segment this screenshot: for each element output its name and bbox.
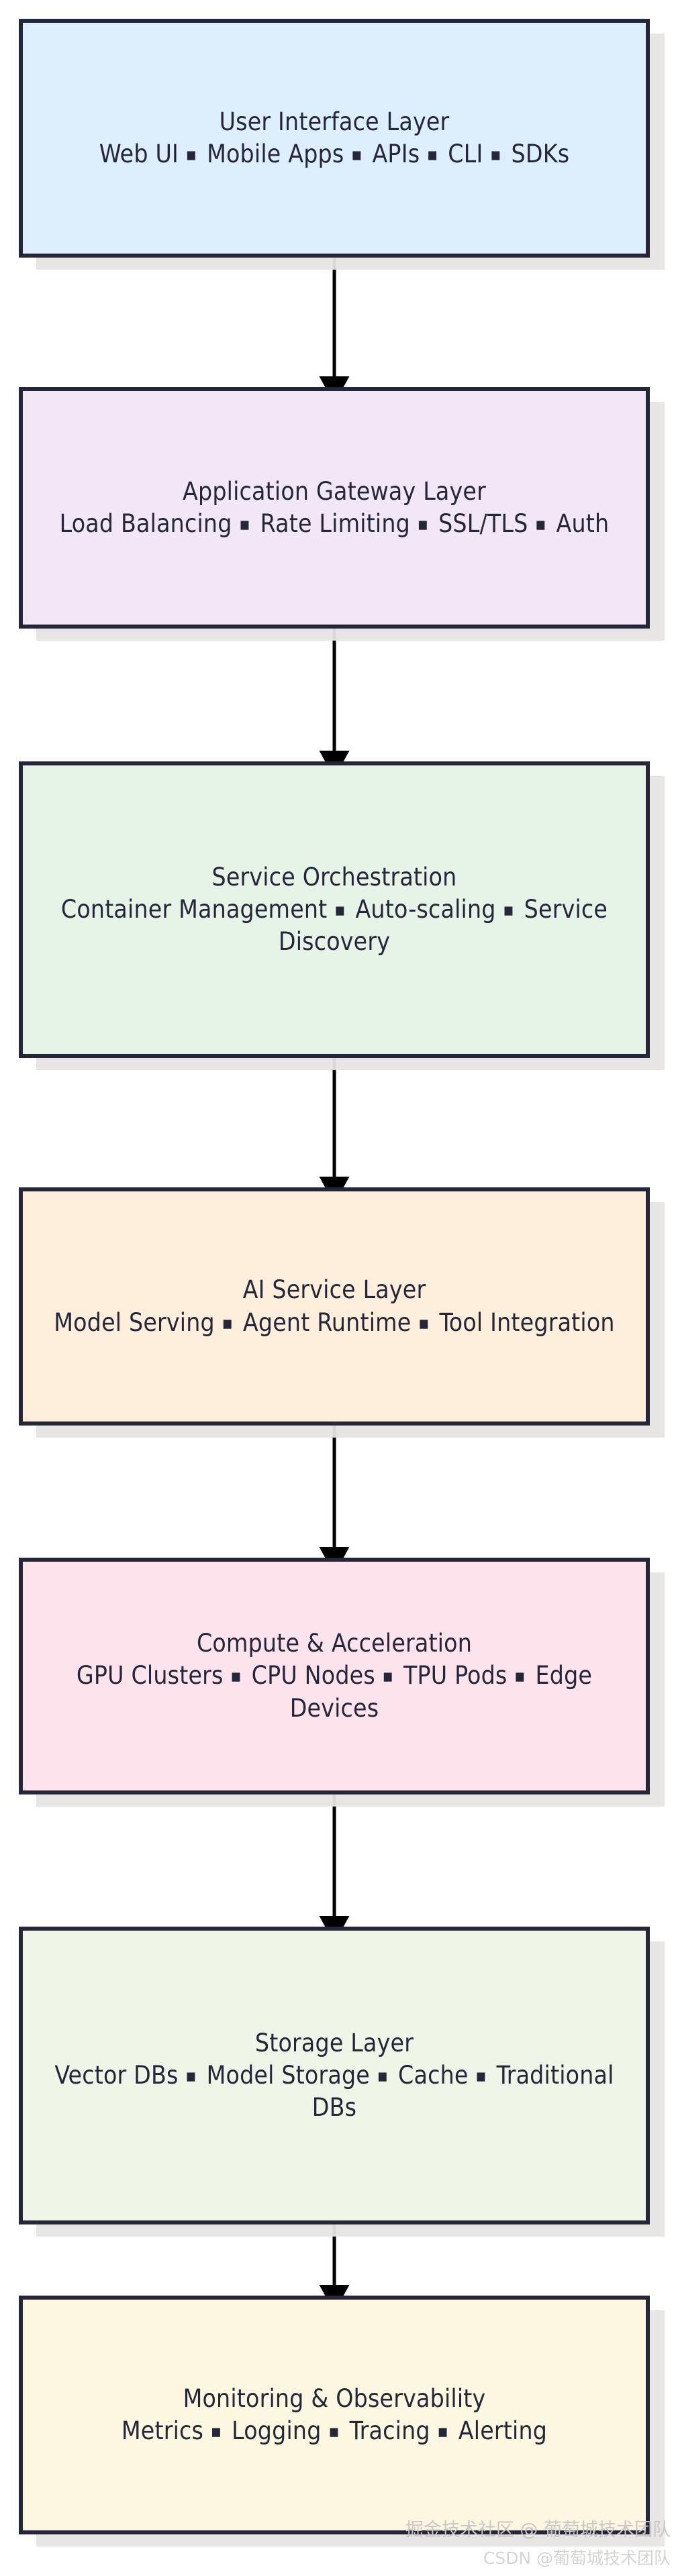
node-title: Service Orchestration xyxy=(211,862,457,892)
node-description: Load Balancing ▪ Rate Limiting ▪ SSL/TLS… xyxy=(59,509,610,538)
node-description: GPU Clusters ▪ CPU Nodes ▪ TPU Pods ▪ Ed… xyxy=(76,1661,593,1723)
node-description: Vector DBs ▪ Model Storage ▪ Cache ▪ Tra… xyxy=(54,2060,614,2123)
node-title: Storage Layer xyxy=(254,2028,414,2057)
node-title: User Interface Layer xyxy=(219,107,450,136)
node-title: Application Gateway Layer xyxy=(183,476,486,506)
node-description: Container Management ▪ Auto-scaling ▪ Se… xyxy=(60,894,608,957)
watermark-juejin: 掘金技术社区 @ 葡萄城技术团队 xyxy=(405,2520,671,2540)
node-description: Model Serving ▪ Agent Runtime ▪ Tool Int… xyxy=(54,1307,615,1337)
node-description: Web UI ▪ Mobile Apps ▪ APIs ▪ CLI ▪ SDKs xyxy=(99,140,570,168)
node-description: Metrics ▪ Logging ▪ Tracing ▪ Alerting xyxy=(121,2416,548,2445)
node-title: Compute & Acceleration xyxy=(196,1629,473,1658)
node-title: Monitoring & Observability xyxy=(183,2383,486,2413)
node-title: AI Service Layer xyxy=(242,1275,426,1305)
watermark-csdn: CSDN @葡萄城技术团队 xyxy=(483,2548,671,2568)
